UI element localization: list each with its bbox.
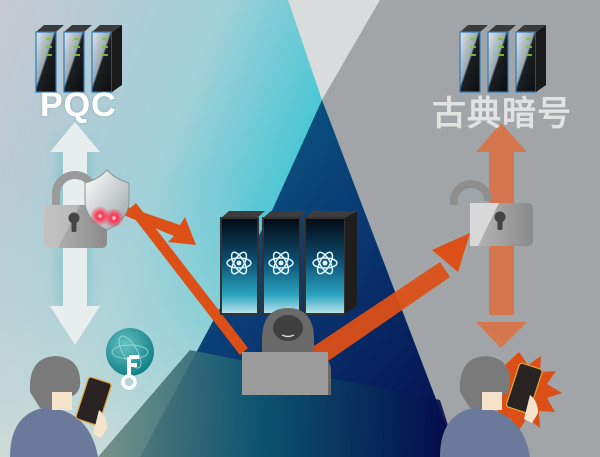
- laptop-icon: [242, 352, 328, 395]
- quantum-computer-icon: [262, 211, 307, 315]
- quantum-computer-icon: [220, 211, 265, 315]
- red-glow-eye: [104, 208, 124, 228]
- quantum-computers: [220, 211, 357, 315]
- pqc-user-person: [10, 356, 112, 457]
- classical-crypto-label: 古典暗号: [432, 94, 572, 134]
- unlocked-padlock-icon: [450, 180, 533, 246]
- server-rack-icon: [91, 25, 122, 93]
- quantum-computer-icon: [304, 211, 357, 315]
- classical-server-racks: [459, 25, 546, 93]
- attack-arrow-to-classical: [305, 233, 470, 368]
- background-gray: [322, 0, 600, 457]
- smartphone-icon: [505, 362, 543, 414]
- pqc-label: PQC: [40, 86, 117, 124]
- shield-icon: [84, 169, 130, 231]
- pqc-server-racks: [35, 25, 122, 93]
- smartphone-icon: [75, 376, 112, 426]
- server-rack-icon: [515, 25, 546, 93]
- background-light-gray: [288, 0, 380, 100]
- attack-arrow-to-pqc: [121, 203, 248, 355]
- background-bottom-band: [98, 350, 458, 457]
- quantum-key-icon: [106, 328, 154, 390]
- hacker-icon: [242, 308, 331, 395]
- classical-user-person: [440, 356, 543, 457]
